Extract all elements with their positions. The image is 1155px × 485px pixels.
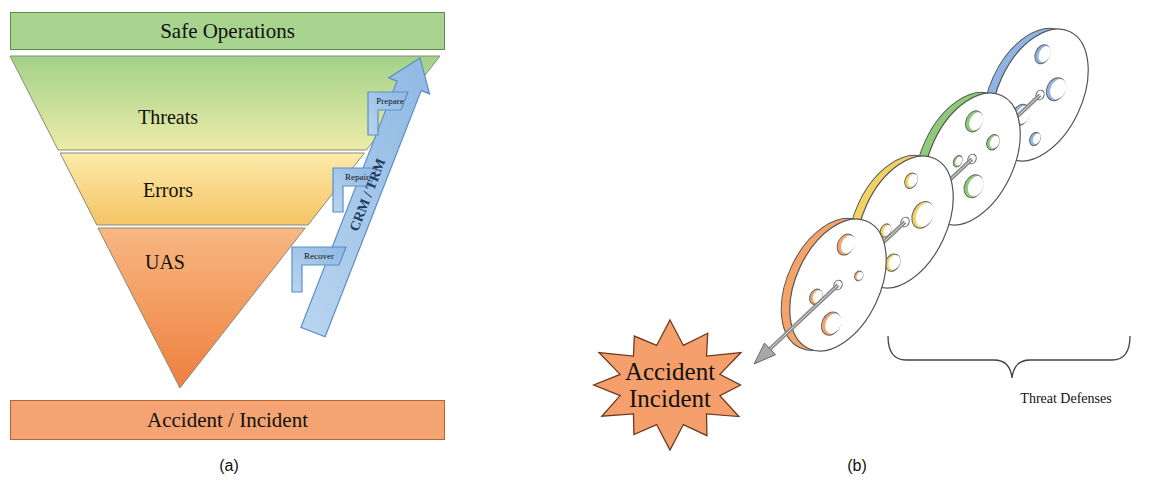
node-text: Accident Incident — [616, 358, 724, 412]
arrow-shaft — [1040, 54, 1084, 95]
disk-face — [972, 14, 1107, 176]
disk-hole — [984, 133, 1002, 153]
disk-hole — [962, 108, 986, 135]
disk-hole — [966, 110, 986, 133]
disk-face — [904, 78, 1039, 240]
panel-label: (a) — [219, 457, 239, 475]
node-text: Errors — [143, 179, 193, 202]
disk-rim — [762, 203, 897, 365]
node-text: UAS — [145, 251, 185, 274]
uas-band-shape — [98, 228, 305, 388]
disk-hole — [960, 172, 986, 201]
disk-hole — [838, 233, 858, 256]
arrow-shaft — [838, 222, 905, 285]
step-label: Recover — [304, 251, 334, 261]
panel-label: (b) — [847, 457, 867, 475]
defense-disk — [964, 10, 1108, 178]
disk-hole — [853, 270, 864, 282]
disk-hole — [952, 154, 964, 168]
disk-hole — [878, 222, 893, 239]
bracket-label: Threat Defenses — [1020, 391, 1111, 407]
prepare-step — [368, 92, 408, 135]
disk-hole — [1036, 44, 1053, 64]
disk-hole — [883, 251, 903, 273]
defense-disk — [762, 200, 906, 368]
shaft-highlight — [838, 222, 905, 285]
uas-band: UAS — [98, 228, 305, 388]
disk-hole — [899, 216, 910, 228]
node-text: Safe Operations — [160, 19, 295, 44]
disk-hole — [807, 287, 825, 307]
shaft-highlight — [972, 95, 1040, 159]
accident-starburst-shape — [594, 320, 741, 450]
disk-hole — [1013, 103, 1033, 126]
disk-hole — [912, 200, 938, 230]
disk-face — [770, 204, 905, 366]
disk-hole — [834, 231, 858, 258]
disk-hole — [811, 289, 825, 305]
disk-hole — [882, 224, 893, 237]
accident-starburst: Accident Incident — [586, 318, 754, 452]
disk-hole — [906, 173, 920, 189]
disk-face — [837, 141, 972, 303]
threat-band-shape — [10, 56, 440, 150]
node-text: Accident / Incident — [147, 408, 308, 433]
disk-rim — [829, 140, 964, 302]
shaft-highlight — [1040, 54, 1084, 95]
disk-hole — [1032, 42, 1053, 66]
error-band-shape — [60, 153, 364, 225]
disk-hole — [941, 190, 956, 207]
arrow-shaft — [905, 159, 972, 222]
uas-band-outline — [98, 228, 305, 388]
disk-hole — [1009, 101, 1033, 128]
disk-hole — [954, 156, 963, 167]
crm-arrow — [301, 58, 430, 337]
disk-hole — [1031, 132, 1042, 145]
shaft-highlight — [770, 285, 838, 349]
disk-rim — [964, 13, 1099, 175]
disk-hole — [1047, 76, 1069, 101]
step-label: Prepare — [376, 96, 403, 106]
disk-hole — [886, 253, 902, 271]
goal-bar: Safe Operations — [10, 12, 445, 50]
disk-hole — [908, 198, 938, 232]
disk-hole — [818, 309, 844, 338]
disk-hole — [832, 279, 843, 291]
arrow-shaft — [972, 95, 1040, 159]
disk-hole — [855, 271, 864, 281]
defense-disk — [829, 137, 973, 305]
disk-hole — [1034, 89, 1045, 101]
defenses-bracket — [888, 336, 1130, 378]
defense-disk — [896, 74, 1040, 242]
disk-hole — [822, 311, 844, 336]
disk-hole — [902, 171, 920, 191]
disk-hole — [966, 153, 977, 165]
recover-step — [292, 247, 346, 292]
disk-hole — [965, 173, 987, 198]
disk-hole — [988, 134, 1002, 150]
threat-band-outline — [10, 56, 440, 150]
node-text: Threats — [138, 106, 198, 129]
disk-hole — [1043, 75, 1069, 104]
shaft-highlight — [905, 159, 972, 222]
arrow-shaft — [770, 285, 838, 349]
disk-hole — [1027, 131, 1042, 148]
arrow-label: CRM / TRM — [347, 156, 390, 233]
error-band: Errors — [60, 153, 364, 225]
error-band-outline — [60, 153, 364, 225]
arrow-head — [754, 343, 776, 364]
threat-band: Threats — [10, 56, 440, 150]
outcome-bar: Accident / Incident — [10, 400, 445, 440]
disk-hole — [944, 192, 955, 205]
disk-rim — [896, 77, 1031, 239]
